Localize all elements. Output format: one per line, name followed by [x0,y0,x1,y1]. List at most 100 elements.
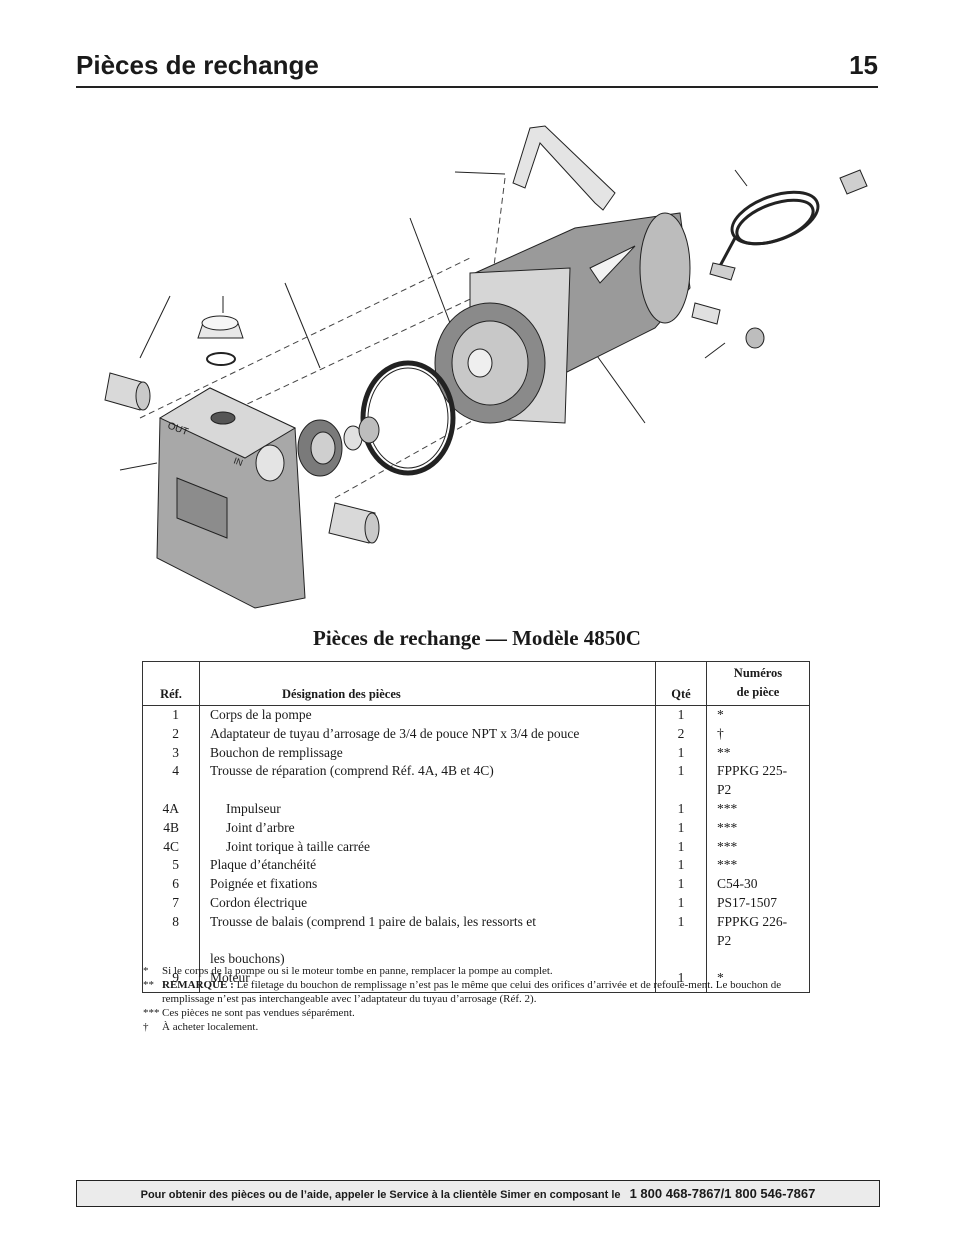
footnote-mark: * [143,965,149,977]
footnote-mark: † [143,1021,149,1033]
table-row: 3 Bouchon de remplissage 1 ** [142,743,810,763]
cell-description: Joint torique à taille carrée [199,837,656,857]
footnote-text: À acheter localement. [162,1021,259,1033]
shaft-seal [343,416,380,451]
cell-description: Cordon électrique [199,893,656,913]
footnote-mark: *** [143,1007,160,1019]
impeller [297,419,343,477]
cell-quantity: 1 [655,856,707,876]
footnote-text: Si le corps de la pompe ou si le moteur … [162,965,553,977]
cell-ref: 8 [142,912,200,951]
cell-ref: 1 [142,705,200,725]
cell-quantity: 1 [655,705,707,725]
exploded-parts-diagram: OUT IN [104,125,868,609]
footnote-text: Le filetage du bouchon de remplissage n’… [162,979,782,1005]
cell-description: Plaque d’étanchéité [199,856,656,876]
leader-lines [119,169,748,471]
footer-phone: 1 800 468-7867/1 800 546-7867 [629,1186,816,1201]
cell-part-number: *** [706,818,810,838]
table-row: 8 Trousse de balais (comprend 1 paire de… [142,912,810,951]
cell-part-number: PS17-1507 [706,893,810,913]
contact-footer: Pour obtenir des pièces ou de l’aide, ap… [76,1180,880,1207]
motor [434,212,691,424]
cell-ref: 3 [142,743,200,763]
cell-part-number: *** [706,799,810,819]
footnotes: * Si le corps de la pompe ou si le moteu… [143,964,803,1034]
table-row: 4A Impulseur 1 *** [142,799,810,819]
brush-kit [691,302,765,349]
cell-part-number: FPPKG 226-P2 [706,912,810,951]
table-row: 4B Joint d’arbre 1 *** [142,818,810,838]
table-row: les bouchons) [142,950,810,970]
page-title: Pièces de rechange [76,50,319,80]
cell-description: Trousse de balais (comprend 1 paire de b… [199,912,656,951]
table-row: 4 Trousse de réparation (comprend Réf. 4… [142,762,810,800]
footer-text: Pour obtenir des pièces ou de l’aide, ap… [140,1189,621,1201]
footnote-text-block: REMARQUE : Le filetage du bouchon de rem… [162,978,803,1006]
table-row: 2 Adaptateur de tuyau d’arrosage de 3/4 … [142,724,810,744]
cell-part-number [706,950,810,970]
in-label: IN [232,455,244,467]
cell-ref: 4 [142,762,200,800]
footnote: * Si le corps de la pompe ou si le moteu… [143,964,803,978]
cell-quantity: 1 [655,762,707,800]
remark-label: REMARQUE : [162,979,234,991]
cell-quantity: 1 [655,912,707,951]
power-cord [709,169,868,281]
footnote: † À acheter localement. [143,1020,803,1034]
page-header: Pièces de rechange 15 [76,50,878,88]
cell-description: Bouchon de remplissage [199,743,656,763]
cell-ref: 4B [142,818,200,838]
cell-ref: 6 [142,875,200,894]
table-row: 4C Joint torique à taille carrée 1 *** [142,837,810,857]
cell-part-number: *** [706,856,810,876]
cell-part-number: *** [706,837,810,857]
cell-part-number: * [706,705,810,725]
footnote: *** Ces pièces ne sont pas vendues sépar… [143,1006,803,1020]
cell-quantity: 1 [655,799,707,819]
hose-adapter-bottom [328,502,380,544]
cell-description: Adaptateur de tuyau d’arrosage de 3/4 de… [199,724,656,744]
header-quantity: Qté [655,661,707,706]
table-row: 9 Moteur 1 * [142,969,810,993]
priming-plug [197,315,244,366]
cell-description: Joint d’arbre [199,818,656,838]
cell-description: Corps de la pompe [199,705,656,725]
cell-ref: 5 [142,856,200,876]
cell-description: Poignée et fixations [199,875,656,894]
cell-part-number: ** [706,743,810,763]
hose-adapter-top [104,372,151,411]
cell-part-number: FPPKG 225-P2 [706,762,810,800]
footnote: ** REMARQUE : Le filetage du bouchon de … [143,978,803,1006]
cell-quantity: 2 [655,724,707,744]
table-row: 1 Corps de la pompe 1 * [142,705,810,725]
cell-description: Moteur [199,969,656,993]
header-ref: Réf. [142,661,200,706]
cell-quantity: 1 [655,743,707,763]
table-row: 6 Poignée et fixations 1 C54-30 [142,875,810,894]
footnote-mark: ** [143,979,154,991]
handle [512,125,616,211]
cell-ref: 2 [142,724,200,744]
cell-part-number: * [706,969,810,993]
cell-ref: 4A [142,799,200,819]
cell-ref: 4C [142,837,200,857]
cell-ref: 7 [142,893,200,913]
table-row: 7 Cordon électrique 1 PS17-1507 [142,893,810,913]
cell-description: Trousse de réparation (comprend Réf. 4A,… [199,762,656,800]
cell-quantity: 1 [655,818,707,838]
cell-part-number: C54-30 [706,875,810,894]
footnote-text: Ces pièces ne sont pas vendues séparémen… [162,1007,355,1019]
pump-body: OUT IN [156,387,306,609]
page-number: 15 [849,50,878,80]
table-title: Pièces de rechange — Modèle 4850C [313,626,641,650]
cell-part-number: † [706,724,810,744]
cell-quantity: 1 [655,893,707,913]
cell-quantity: 1 [655,875,707,894]
cell-description: les bouchons) [199,950,656,970]
header-description: Désignation des pièces [199,661,656,706]
table-row: 5 Plaque d’étanchéité 1 *** [142,856,810,876]
